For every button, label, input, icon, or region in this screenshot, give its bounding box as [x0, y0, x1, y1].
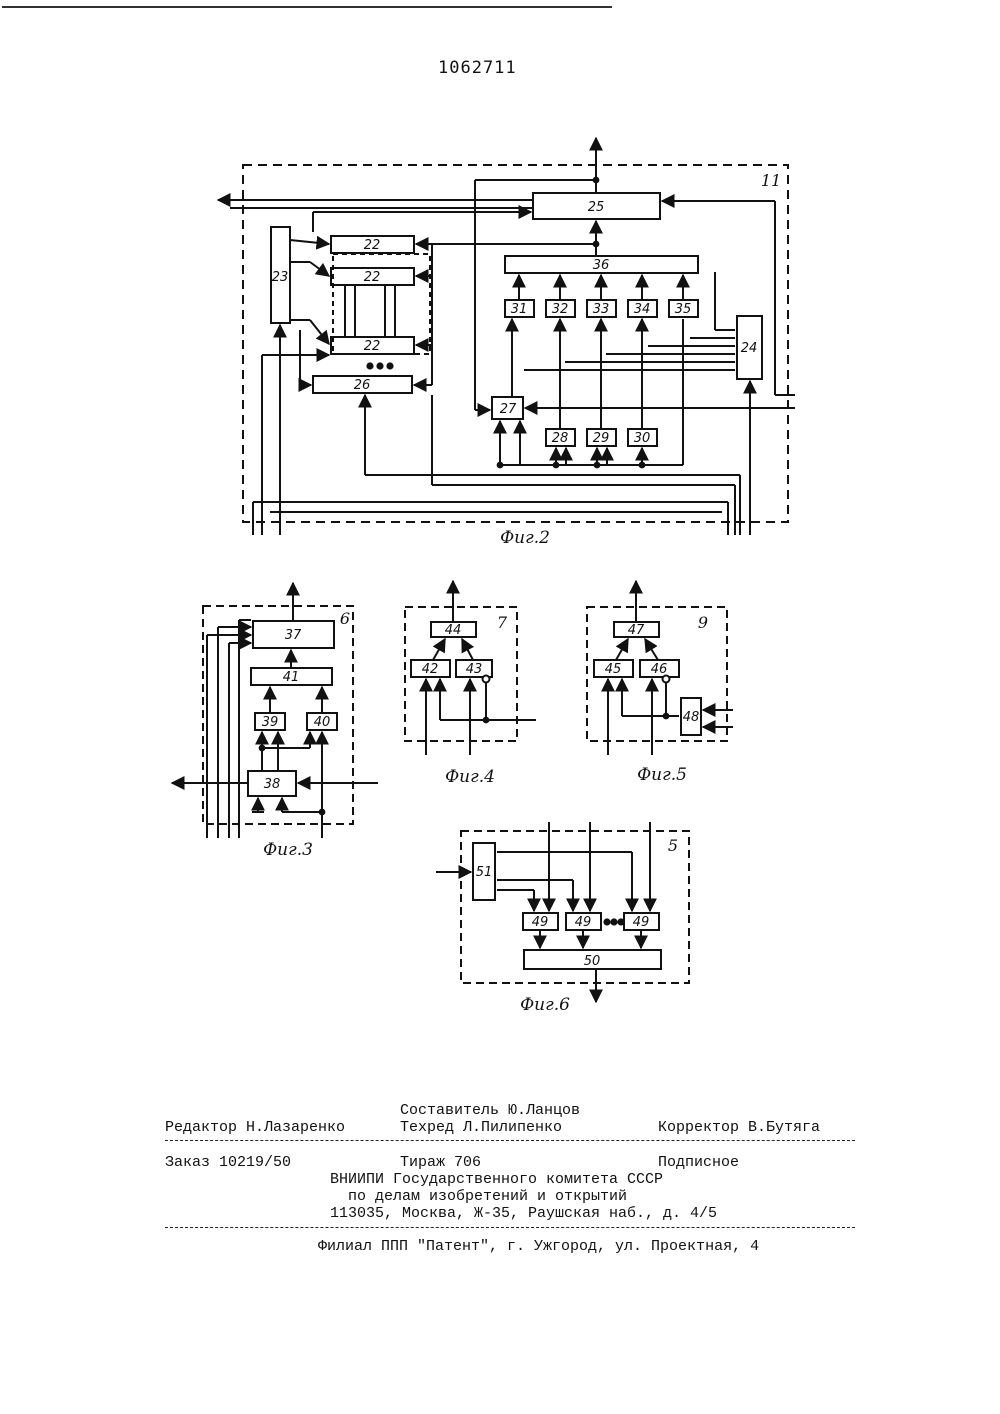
fig2-block-label: 35 [675, 302, 692, 317]
fig2-block-label: 29 [593, 431, 610, 446]
fig2-block-label: 26 [354, 378, 371, 393]
fig5-block-label: 46 [651, 662, 668, 677]
fig2-block-label: 36 [593, 258, 610, 273]
fig2-block-label: 23 [272, 270, 289, 285]
imprint-org-line2: по делам изобретений и открытий [348, 1188, 627, 1205]
fig2-block-label: 22 [364, 270, 381, 285]
figure-2 [218, 138, 795, 535]
fig2-block-label: 25 [588, 200, 605, 215]
imprint-branch: Филиал ППП "Патент", г. Ужгород, ул. Про… [318, 1238, 759, 1255]
fig3-block-label: 40 [314, 715, 331, 730]
imprint-compiler: Составитель Ю.Ланцов [400, 1102, 580, 1119]
fig2-caption: Фиг.2 [500, 528, 550, 548]
imprint-circulation: Тираж 706 [400, 1154, 481, 1171]
imprint-org-line1: ВНИИПИ Государственного комитета СССР [330, 1171, 663, 1188]
imprint-techred: Техред Л.Пилипенко [400, 1119, 562, 1136]
fig3-block-label: 38 [264, 777, 281, 792]
fig6-block-label: 49 [532, 915, 549, 930]
fig6-block-label: 49 [575, 915, 592, 930]
fig6-caption: Фиг.6 [520, 995, 570, 1015]
figures-drawing: 25 22 22 22 23 26 36 31 32 33 34 35 24 27 28 29 30 11Фиг.… [0, 0, 1000, 1070]
fig2-frame-label: 11 [761, 171, 781, 190]
imprint-editor: Редактор Н.Лазаренко [165, 1119, 345, 1136]
fig6-frame-label: 5 [668, 836, 678, 855]
fig3-block-label: 41 [283, 670, 300, 685]
fig2-block-label: 22 [364, 238, 381, 253]
imprint-divider-2 [165, 1227, 855, 1228]
fig2-block-label: 24 [741, 341, 758, 356]
fig6-block-label: 50 [584, 954, 601, 969]
fig2-block-label: 28 [552, 431, 569, 446]
fig3-block-label: 37 [285, 628, 302, 643]
fig4-frame-label: 7 [497, 613, 508, 632]
fig2-block-label: 32 [552, 302, 569, 317]
fig2-frame [243, 165, 788, 522]
fig5-block-label: 48 [683, 710, 700, 725]
fig5-caption: Фиг.5 [637, 765, 687, 785]
fig5-block-label: 45 [605, 662, 622, 677]
fig6-block-label: 49 [633, 915, 650, 930]
fig5-frame-label: 9 [698, 613, 708, 632]
fig6-block-label: 51 [476, 865, 493, 880]
imprint-order: Заказ 10219/50 [165, 1154, 291, 1171]
fig3-frame-label: 6 [340, 609, 350, 628]
imprint-org-address: 113035, Москва, Ж-35, Раушская наб., д. … [330, 1205, 717, 1222]
fig2-block-label: 31 [511, 302, 528, 317]
imprint-divider-1 [165, 1140, 855, 1141]
fig2-block-label: 34 [634, 302, 651, 317]
fig4-caption: Фиг.4 [445, 767, 495, 787]
figure-6 [436, 822, 689, 1002]
imprint-subscription: Подписное [658, 1154, 739, 1171]
fig2-block-label: 30 [634, 431, 651, 446]
fig3-block-label: 39 [262, 715, 279, 730]
fig5-block-label: 47 [628, 623, 645, 638]
fig2-block-label: 22 [364, 339, 381, 354]
fig4-block-label: 42 [422, 662, 439, 677]
fig2-block-label: 33 [593, 302, 610, 317]
fig3-caption: Фиг.3 [263, 840, 313, 860]
fig4-block-label: 44 [445, 623, 462, 638]
imprint-corrector: Корректор В.Бутяга [658, 1119, 820, 1136]
fig2-block-label: 27 [500, 402, 517, 417]
fig4-block-label: 43 [466, 662, 483, 677]
